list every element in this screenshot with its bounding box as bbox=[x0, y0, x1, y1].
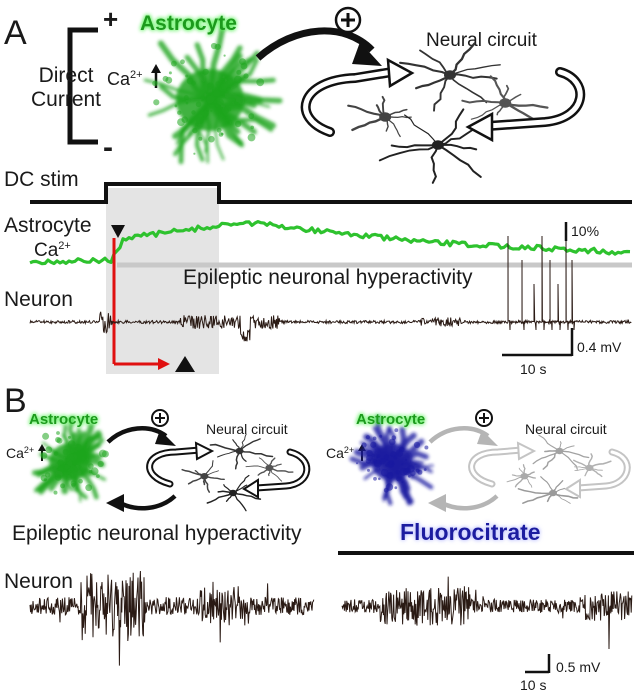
neuron-label-b: Neuron bbox=[4, 570, 73, 593]
neural-circuit-image-b-left bbox=[181, 433, 294, 512]
astrocyte-title-a: Astrocyte bbox=[140, 12, 237, 35]
panel-b-label: B bbox=[4, 382, 27, 420]
astrocyte-title-b-left: Astrocyte bbox=[29, 411, 98, 428]
seizure-onset-marker-icon bbox=[175, 356, 195, 372]
hyperactivity-label-a: Epileptic neuronal hyperactivity bbox=[183, 266, 473, 289]
circle-plus-icon-b-right bbox=[475, 409, 493, 427]
scale-mv-label-a: 0.4 mV bbox=[577, 339, 622, 355]
panel-a-label: A bbox=[4, 14, 27, 52]
astrocyte-trace-label: Astrocyte bbox=[4, 214, 92, 237]
latency-arrow bbox=[112, 238, 170, 370]
dc-bracket bbox=[67, 27, 98, 145]
feedback-arrow-b-left bbox=[116, 494, 177, 511]
circle-plus-icon bbox=[334, 6, 362, 34]
circuit-loop-arrows-b-right bbox=[468, 441, 631, 499]
direct-label: Direct bbox=[39, 64, 94, 87]
circuit-loop-arrows bbox=[300, 57, 586, 143]
activation-arrow-head-b-left bbox=[155, 430, 176, 446]
onset-marker-icon bbox=[111, 225, 125, 238]
neuron-trace-b-right bbox=[341, 576, 633, 650]
astrocyte-cell-image-b-right bbox=[349, 415, 434, 506]
activation-arrow bbox=[255, 27, 375, 61]
feedback-arrow-head-b-right bbox=[428, 494, 446, 512]
ca-label-a: Ca2+ bbox=[107, 69, 143, 89]
astrocyte-trace-ca-label: Ca2+ bbox=[34, 240, 71, 261]
neuron-label-a: Neuron bbox=[4, 288, 73, 311]
neuron-trace-b-left bbox=[29, 570, 315, 666]
activation-arrow-head bbox=[352, 42, 382, 66]
astrocyte-cell-image-b-left bbox=[31, 416, 109, 503]
astrocyte-cell-image bbox=[143, 25, 283, 165]
scale-bar-time-mv-a bbox=[502, 328, 574, 357]
feedback-arrow-head-b-left bbox=[106, 494, 124, 512]
circuit-loop-arrows-b-left bbox=[146, 441, 311, 499]
fluorocitrate-label: Fluorocitrate bbox=[400, 519, 541, 545]
activation-arrow-head-b-right bbox=[477, 430, 498, 446]
dc-stim-trace bbox=[30, 182, 632, 204]
current-label: Current bbox=[31, 88, 101, 111]
scale-bar-b bbox=[525, 654, 551, 674]
scale-mv-label-b: 0.5 mV bbox=[556, 659, 601, 675]
stim-period-shade bbox=[106, 188, 219, 374]
minus-sign: - bbox=[103, 131, 113, 164]
neural-circuit-title-b-right: Neural circuit bbox=[525, 421, 607, 437]
neural-circuit-image-b-right bbox=[506, 434, 612, 504]
ca-label-b-right: Ca2+ bbox=[326, 445, 354, 461]
scale-percent-label: 10% bbox=[571, 223, 599, 239]
neural-circuit-title-b-left: Neural circuit bbox=[206, 421, 288, 437]
ca-label-b-left: Ca2+ bbox=[6, 445, 34, 461]
scale-time-label-a: 10 s bbox=[520, 361, 546, 377]
astrocyte-title-b-right: Astrocyte bbox=[356, 411, 425, 428]
scale-time-label-b: 10 s bbox=[520, 677, 546, 693]
plus-sign: + bbox=[103, 4, 118, 34]
neural-circuit-title-a: Neural circuit bbox=[426, 30, 538, 51]
dc-stim-label: DC stim bbox=[4, 168, 79, 191]
calcium-trace bbox=[29, 220, 631, 266]
hyperactivity-label-b: Epileptic neuronal hyperactivity bbox=[12, 522, 302, 545]
circle-plus-icon-b-left bbox=[151, 409, 169, 427]
neural-circuit-image bbox=[347, 42, 549, 184]
neuron-trace-a bbox=[29, 235, 632, 342]
feedback-arrow-b-right bbox=[438, 494, 499, 511]
